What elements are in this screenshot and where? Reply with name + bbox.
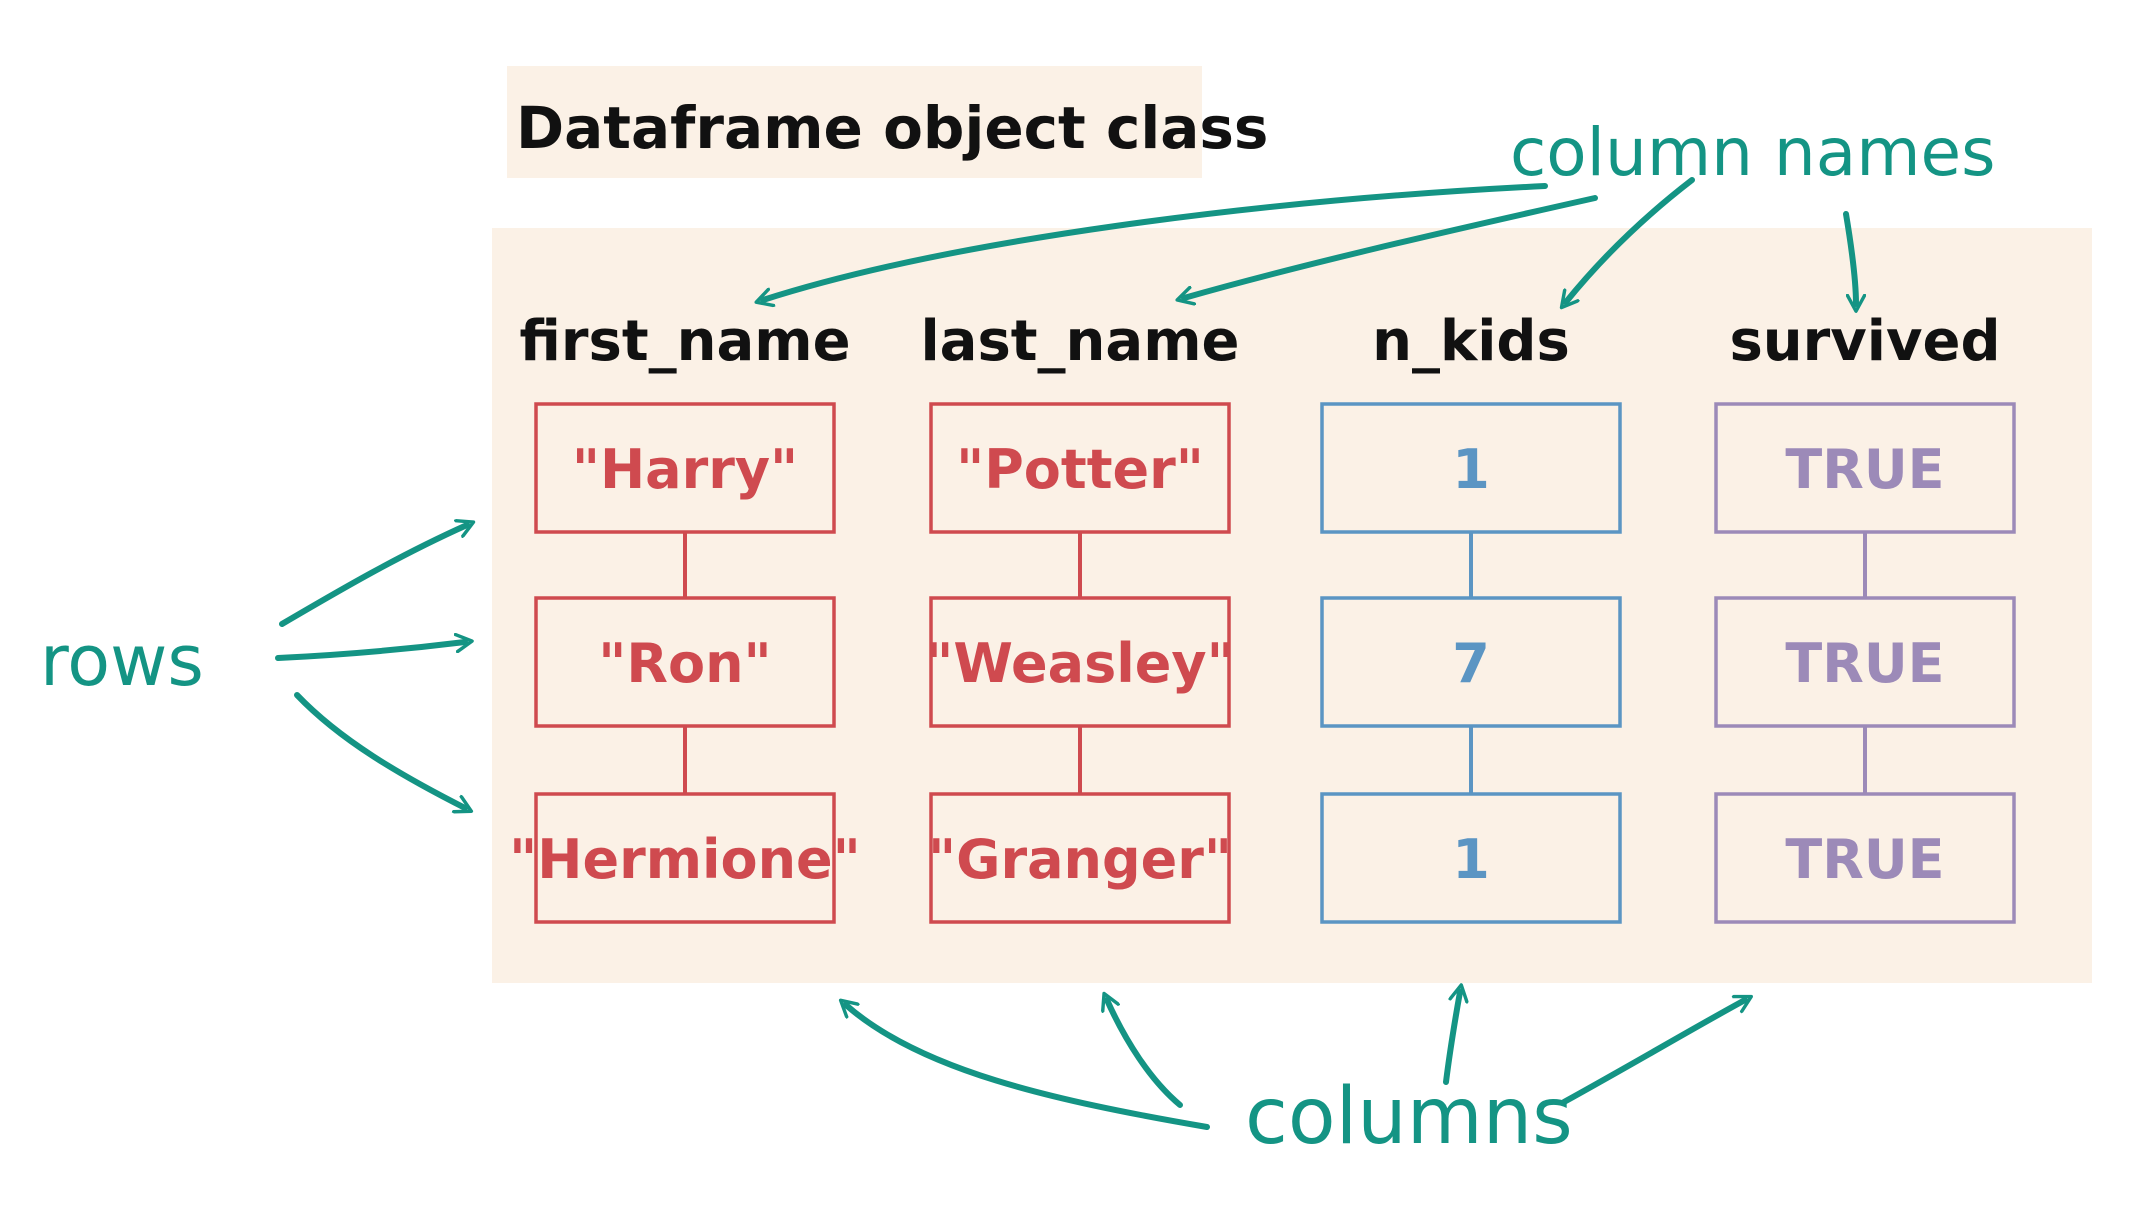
column-first-name: first_name "Harry" "Ron" "Hermione" [509,309,861,924]
cell-value: "Hermione" [509,828,861,891]
dataframe-panel [492,228,2092,983]
cell-value: 1 [1452,828,1490,891]
cell-box [1320,792,1622,924]
arrow-to-col-4 [1561,1000,1745,1105]
cell-value: TRUE [1785,828,1944,891]
arrow-to-last-name [1184,195,1598,298]
column-names-arrows [763,177,1856,304]
arrow-to-row-1 [279,525,467,627]
cell-value: TRUE [1785,632,1944,695]
cell-box [534,792,836,924]
arrow-to-n-kids [1566,177,1695,302]
arrow-to-row-2 [275,642,465,661]
column-names-label: column names [1510,114,1996,191]
arrow-to-col-2 [1107,1000,1183,1108]
arrow-to-col-3 [1443,992,1460,1085]
arrow-to-survived [1843,211,1856,304]
column-header: first_name [519,309,850,374]
cell-value: "Granger" [928,828,1232,891]
columns-layer: first_name "Harry" "Ron" "Hermione" last_nam… [509,309,2016,924]
arrow-to-first-name [763,183,1548,300]
rows-arrows [275,525,467,808]
cell-value: "Harry" [572,438,798,501]
arrow-to-row-3 [294,692,465,808]
cell-value: TRUE [1785,438,1944,501]
columns-label: columns [1245,1072,1573,1162]
column-n-kids: n_kids 1 7 1 [1320,309,1622,924]
cell-value: "Potter" [956,438,1204,501]
title-background [507,66,1202,178]
rows-label: rows [40,620,204,702]
cell-value: 1 [1452,438,1490,501]
columns-arrows [846,992,1745,1130]
cell-value: "Ron" [598,632,771,695]
column-header: survived [1729,309,2000,374]
column-header: n_kids [1372,309,1570,374]
arrow-to-col-1 [846,1005,1210,1130]
cell-value: "Weasley" [925,632,1234,695]
diagram-title: Dataframe object class [516,94,1268,162]
cell-box [929,792,1231,924]
column-last-name: last_name "Potter" "Weasley" "Granger" [920,309,1240,924]
cell-value: 7 [1452,632,1490,695]
cell-box [1714,792,2016,924]
column-header: last_name [920,309,1239,374]
